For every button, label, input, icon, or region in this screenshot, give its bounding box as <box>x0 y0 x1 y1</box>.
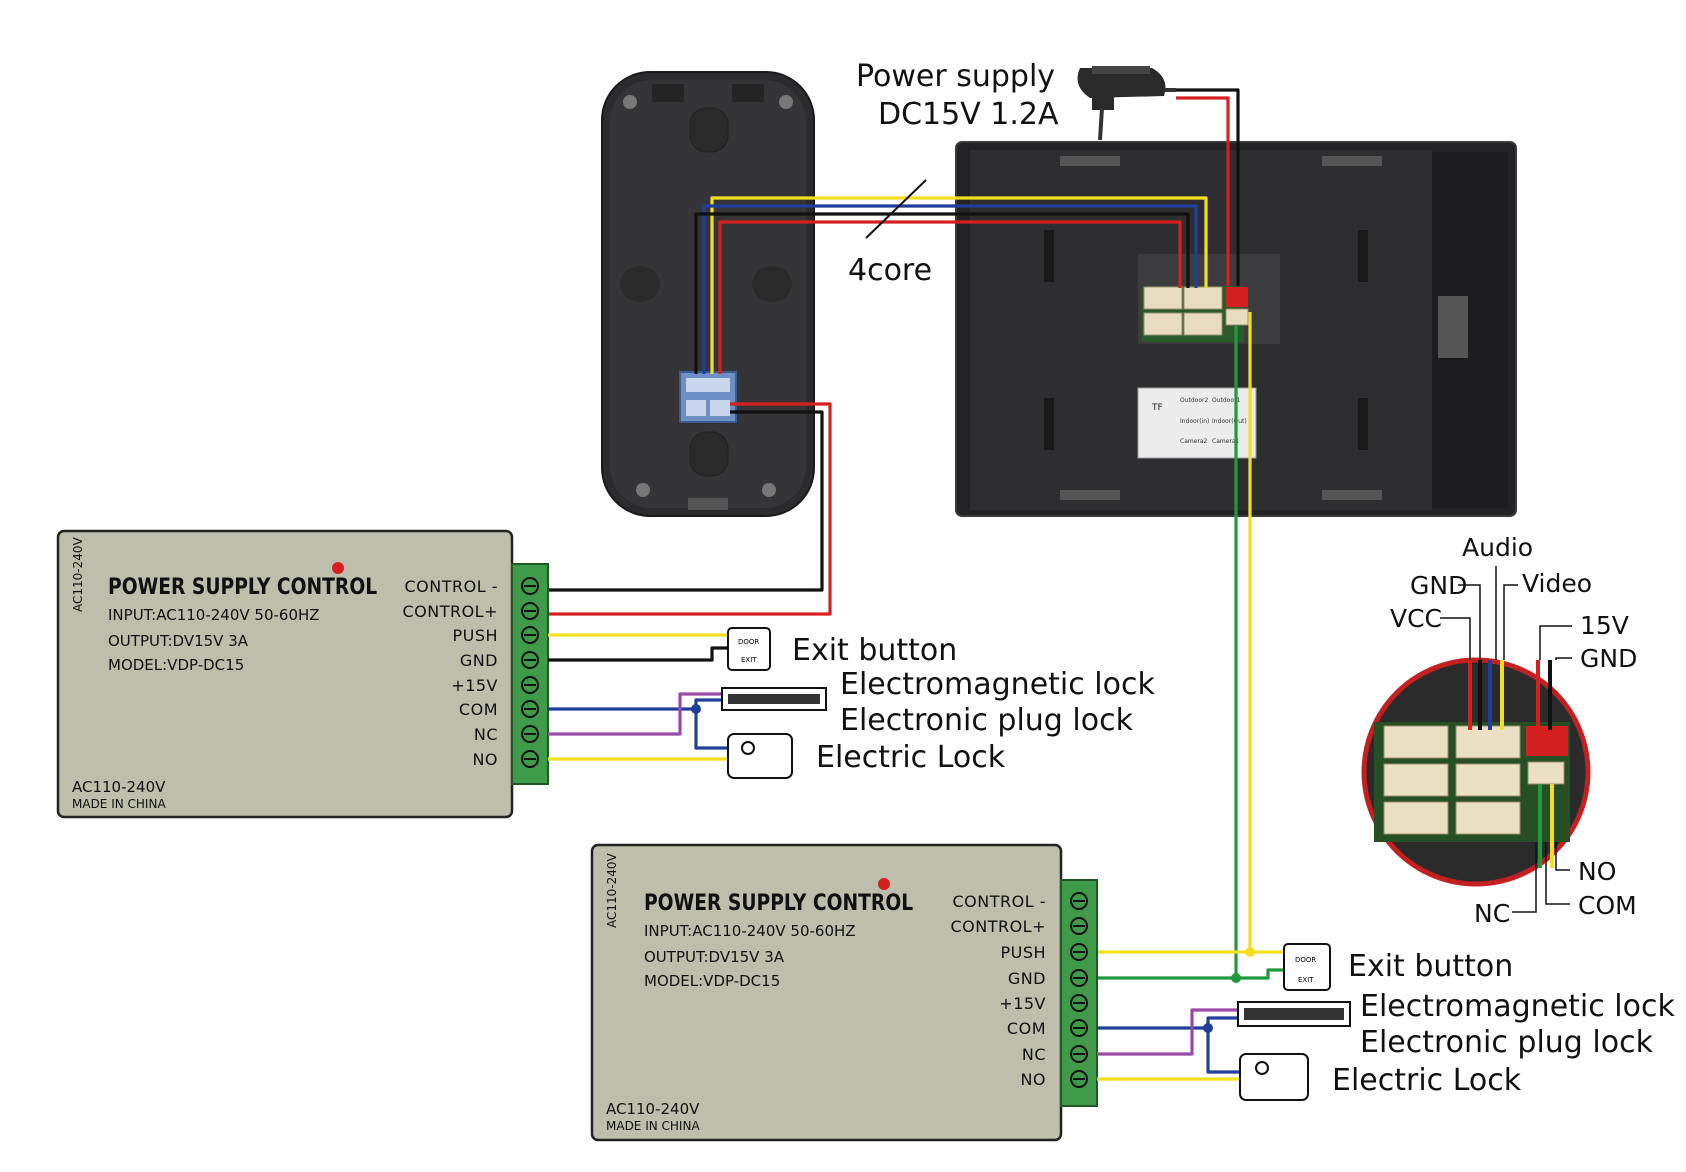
callout-15v: 15V <box>1580 611 1629 640</box>
callout-no: NO <box>1578 857 1616 886</box>
wires-psu2-devices <box>1097 950 1284 1081</box>
psu1-footer1: AC110-240V <box>72 778 166 796</box>
exit-button-2-exit: EXIT <box>1298 976 1314 984</box>
callout-com: COM <box>1578 891 1637 920</box>
electric-lock-1 <box>727 733 793 779</box>
psu1-output: OUTPUT:DV15V 3A <box>108 632 249 650</box>
em-lock-2 <box>1237 1001 1351 1027</box>
psu1-term-control-minus: CONTROL - <box>405 577 499 596</box>
callout-video: Video <box>1522 569 1592 598</box>
exit-button-1: DOOR EXIT <box>727 627 771 671</box>
electric-lock-2 <box>1239 1053 1309 1101</box>
monitor-tf-label: TF <box>1151 403 1163 413</box>
psu2-footer1: AC110-240V <box>606 1100 700 1118</box>
exit-button-1-door: DOOR <box>738 638 759 646</box>
psu1-term-push: PUSH <box>452 626 498 645</box>
callout-gnd-left: GND <box>1410 571 1467 600</box>
psu2-term-control-minus: CONTROL - <box>953 892 1047 911</box>
power-supply-label-line1: Power supply <box>856 59 1055 94</box>
em-lock-label-2: Electromagnetic lock <box>1360 989 1675 1024</box>
psu1-screw-terminals <box>521 577 539 768</box>
psu1-title: POWER SUPPLY CONTROL <box>108 574 377 600</box>
power-adapter-icon <box>1077 66 1176 141</box>
psu2-terminal-labels: CONTROL - CONTROL+ PUSH GND +15V COM NC … <box>950 892 1047 1089</box>
callout-audio: Audio <box>1462 533 1533 562</box>
outdoor-camera-unit <box>601 71 815 517</box>
psu2-term-15v: +15V <box>999 994 1046 1013</box>
psu2-model: MODEL:VDP-DC15 <box>644 972 780 990</box>
em-lock-1 <box>721 687 827 711</box>
psu1-term-com: COM <box>459 700 498 719</box>
monitor-port-outdoor1: Outdoor1 <box>1212 397 1240 404</box>
psu1-footer2: MADE IN CHINA <box>72 797 166 811</box>
psu1-term-15v: +15V <box>451 676 498 695</box>
monitor-port-indoor-out: Indoor(Out) <box>1212 418 1247 425</box>
exit-button-2: DOOR EXIT <box>1283 943 1331 991</box>
electric-lock-label-1: Electric Lock <box>816 740 1006 775</box>
cable-label-4core: 4core <box>848 253 932 288</box>
psu2-term-push: PUSH <box>1000 943 1046 962</box>
psu2-term-no: NO <box>1020 1070 1046 1089</box>
exit-button-1-exit: EXIT <box>741 656 757 664</box>
plug-lock-label-2: Electronic plug lock <box>1360 1025 1654 1060</box>
exit-button-label-2: Exit button <box>1348 949 1513 984</box>
wires-psu1-devices <box>548 633 728 761</box>
power-supply-control-2: AC110-240V POWER SUPPLY CONTROL INPUT:AC… <box>590 843 1098 1142</box>
psu2-footer2: MADE IN CHINA <box>606 1119 700 1133</box>
psu2-output: OUTPUT:DV15V 3A <box>644 948 785 966</box>
plug-lock-label-1: Electronic plug lock <box>840 703 1134 738</box>
power-supply-label-line2: DC15V 1.2A <box>878 97 1059 132</box>
psu1-side-text: AC110-240V <box>71 536 85 612</box>
psu2-input: INPUT:AC110-240V 50-60HZ <box>644 922 856 940</box>
psu2-title: POWER SUPPLY CONTROL <box>644 890 913 916</box>
psu1-term-no: NO <box>472 750 498 769</box>
psu2-term-nc: NC <box>1022 1045 1046 1064</box>
callout-gnd-right: GND <box>1580 644 1637 673</box>
wires-camera-to-monitor <box>524 88 1240 616</box>
exit-button-label-1: Exit button <box>792 633 957 668</box>
psu2-term-gnd: GND <box>1008 969 1046 988</box>
electric-lock-label-2: Electric Lock <box>1332 1063 1522 1098</box>
monitor-port-camera1: Camera1 <box>1212 438 1240 445</box>
psu1-term-nc: NC <box>474 725 498 744</box>
psu2-term-control-plus: CONTROL+ <box>950 917 1046 936</box>
psu1-input: INPUT:AC110-240V 50-60HZ <box>108 606 320 624</box>
psu1-model: MODEL:VDP-DC15 <box>108 656 244 674</box>
callout-vcc: VCC <box>1390 604 1442 633</box>
monitor-port-outdoor2: Outdoor2 <box>1180 397 1208 404</box>
callout-nc: NC <box>1474 899 1510 928</box>
connector-callout: Audio GND Video VCC 15V GND NO COM NC <box>1361 533 1637 928</box>
monitor-port-indoor-in: Indoor(in) <box>1180 418 1209 425</box>
indoor-monitor: TF Outdoor2 Outdoor1 Indoor(in) Indoor(O… <box>955 141 1517 517</box>
psu2-screw-terminals <box>1070 892 1088 1088</box>
monitor-port-camera2: Camera2 <box>1180 438 1208 445</box>
psu2-side-text: AC110-240V <box>605 852 619 928</box>
psu1-term-control-plus: CONTROL+ <box>402 602 498 621</box>
psu1-terminal-labels: CONTROL - CONTROL+ PUSH GND +15V COM NC … <box>402 577 499 769</box>
psu1-term-gnd: GND <box>460 651 498 670</box>
power-supply-control-1: AC110-240V POWER SUPPLY CONTROL INPUT:AC… <box>56 529 549 819</box>
psu2-term-com: COM <box>1007 1019 1046 1038</box>
em-lock-label-1: Electromagnetic lock <box>840 667 1155 702</box>
exit-button-2-door: DOOR <box>1295 956 1316 964</box>
